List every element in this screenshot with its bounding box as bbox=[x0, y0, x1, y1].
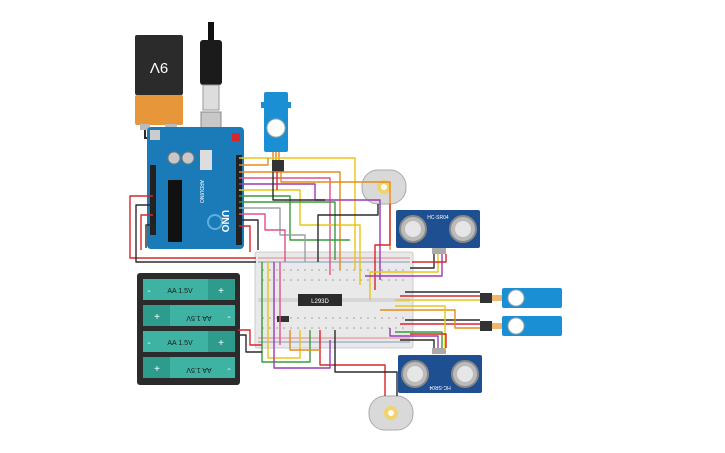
dc-motor-top[interactable] bbox=[361, 169, 407, 205]
arduino-uno[interactable]: UNO ARDUINO bbox=[147, 127, 244, 249]
switch-component[interactable] bbox=[277, 316, 289, 322]
servo-right-top[interactable] bbox=[480, 288, 562, 308]
aa-cell-1-plus: + bbox=[218, 286, 224, 297]
servo-top[interactable] bbox=[261, 92, 291, 172]
aa-cell-2-minus: - bbox=[227, 312, 230, 323]
aa-cell-4-minus: - bbox=[227, 364, 230, 375]
ultrasonic-sensor-top[interactable]: HC-SR04 bbox=[396, 210, 480, 254]
aa-cell-2-label: AA 1.5V bbox=[186, 314, 212, 321]
ultrasonic-sensor-bottom[interactable]: HC-SR04 bbox=[398, 348, 482, 393]
arduino-brand: ARDUINO bbox=[198, 180, 204, 203]
aa-battery-pack[interactable]: AA 1.5V + - AA 1.5V + - AA 1.5V + - AA 1… bbox=[137, 273, 240, 385]
wires bbox=[129, 157, 480, 396]
aa-cell-4-label: AA 1.5V bbox=[186, 366, 212, 373]
aa-cell-2-plus: + bbox=[154, 312, 160, 323]
servo-right-bottom[interactable] bbox=[480, 316, 562, 336]
ultrasonic-bottom-label: HC-SR04 bbox=[429, 384, 451, 390]
aa-cell-3-minus: - bbox=[147, 338, 150, 349]
aa-cell-1-label: AA 1.5V bbox=[167, 288, 193, 295]
aa-cell-3-plus: + bbox=[218, 338, 224, 349]
driver-chip-label: L293D bbox=[311, 299, 329, 305]
aa-cell-1-minus: - bbox=[147, 286, 150, 297]
arduino-board-name: UNO bbox=[219, 210, 230, 232]
ultrasonic-top-label: HC-SR04 bbox=[427, 215, 449, 221]
aa-cell-4-plus: + bbox=[154, 364, 160, 375]
dc-motor-bottom[interactable] bbox=[368, 395, 414, 431]
battery-label: 9V bbox=[150, 59, 168, 76]
motor-driver-chip[interactable]: L293D bbox=[298, 294, 342, 306]
aa-cell-3-label: AA 1.5V bbox=[167, 340, 193, 347]
battery-9v[interactable]: 9V bbox=[135, 35, 183, 130]
usb-plug[interactable] bbox=[200, 22, 222, 135]
